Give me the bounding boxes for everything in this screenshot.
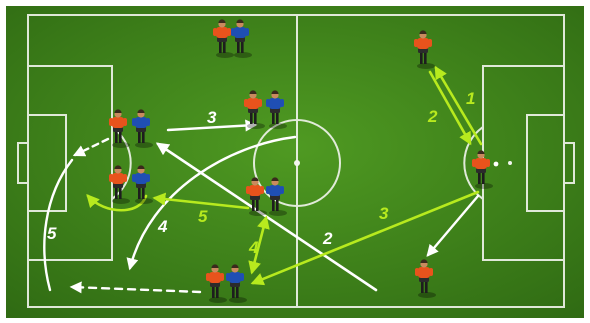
ball (494, 162, 499, 167)
label-3-top: 3 (207, 108, 217, 127)
label-5-center: 5 (198, 207, 208, 226)
label-1: 1 (466, 89, 475, 108)
label-2-bottom: 2 (322, 229, 333, 248)
centre-spot (294, 160, 300, 166)
label-4-left: 4 (157, 217, 168, 236)
label-2-top: 2 (427, 107, 438, 126)
label-4-bottom: 4 (248, 238, 259, 257)
label-5-left: 5 (47, 224, 57, 243)
right-penalty-spot (508, 161, 512, 165)
label-3-right: 3 (379, 204, 389, 223)
